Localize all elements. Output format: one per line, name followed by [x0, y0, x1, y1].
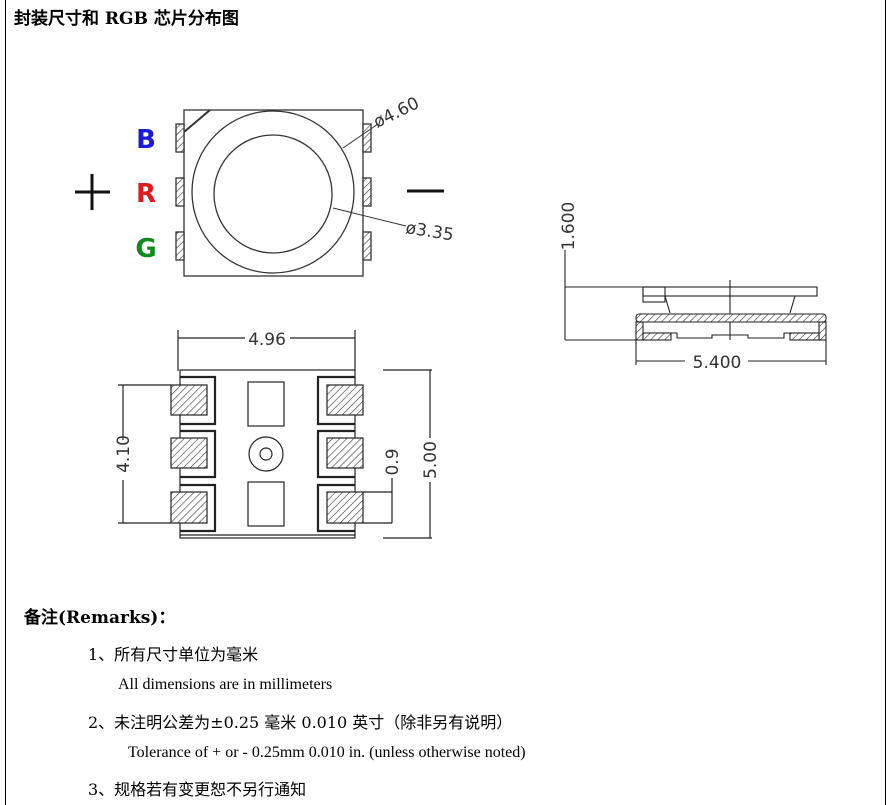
remarks-heading: 备注(Remarks)：	[24, 608, 176, 628]
pad	[175, 123, 185, 153]
dim-height: 1.600	[559, 202, 579, 251]
remark-3-zh: 3、规格若有变更恕不另行通知	[88, 780, 307, 799]
dim-pad-span: 4.10	[114, 435, 134, 473]
pad	[362, 123, 372, 153]
page-border-right	[885, 0, 886, 805]
remark-2-zh: 2、未注明公差为±0.25 毫米 0.010 英寸（除非另有说明）	[88, 713, 513, 732]
solder-pad	[170, 491, 208, 524]
dim-pad-height: 0.9	[383, 448, 403, 475]
page-border-left	[5, 0, 6, 805]
pin-label-b: B	[136, 125, 156, 155]
remark-2-en: Tolerance of + or - 0.25mm 0.010 in. (un…	[128, 744, 526, 761]
solder-pad	[170, 437, 208, 469]
dim-side-width: 5.400	[693, 353, 742, 373]
bottom-view	[118, 330, 432, 539]
solder-pad	[326, 437, 364, 469]
pin-label-g: G	[135, 234, 156, 264]
dim-inner-diameter: ø3.35	[404, 218, 455, 245]
pin-label-r: R	[136, 179, 156, 209]
remark-1-en: All dimensions are in millimeters	[118, 676, 333, 693]
solder-pad	[170, 384, 208, 416]
remark-1-zh: 1、所有尺寸单位为毫米	[88, 645, 259, 664]
pad	[175, 177, 185, 207]
top-view	[75, 109, 444, 277]
outer-lens-circle	[191, 110, 355, 274]
solder-pad	[326, 491, 364, 524]
solder-pad	[326, 384, 364, 416]
dim-outer-diameter: ø4.60	[370, 93, 422, 132]
page-title: 封装尺寸和 RGB 芯片分布图	[14, 9, 239, 29]
pad	[175, 231, 185, 261]
dim-width: 4.96	[248, 330, 286, 350]
pad	[362, 177, 372, 207]
side-view	[564, 250, 827, 365]
pad	[362, 231, 372, 261]
dim-length: 5.00	[421, 441, 441, 479]
inner-lens-circle	[213, 134, 333, 254]
